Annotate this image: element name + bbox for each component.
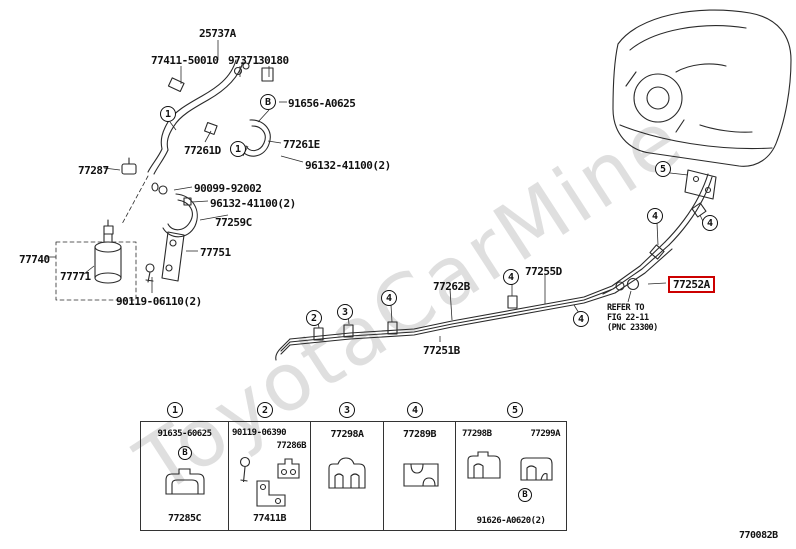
part-label-77751: 77751 — [200, 246, 231, 259]
figure-code: 770082B — [739, 530, 778, 541]
legend-part-77299A: 77299A — [530, 429, 560, 439]
callout-3: 3 — [337, 304, 353, 320]
legend-callout-B-5: B — [518, 488, 532, 502]
clamp-icon — [467, 451, 501, 479]
part-label-77740: 77740 — [19, 253, 50, 266]
callout-1-a: 1 — [160, 106, 176, 122]
reference-note-line3: (PNC 23300) — [607, 323, 658, 334]
part-label-77251B: 77251B — [423, 344, 460, 357]
legend-cell-3: 77298A — [311, 422, 384, 530]
legend-header-3: 3 — [339, 402, 355, 418]
callout-4-a: 4 — [381, 290, 397, 306]
bracket-icon — [256, 480, 286, 507]
legend-part-90119-06390: 90119-06390 — [232, 428, 287, 438]
callout-4-c: 4 — [573, 311, 589, 327]
clamp-icon — [165, 468, 205, 495]
legend-part-77286B: 77286B — [276, 441, 306, 451]
part-label-77261D: 77261D — [184, 144, 221, 157]
part-label-90119-06110: 90119-06110(2) — [116, 295, 202, 308]
part-label-77411-50010: 77411-50010 — [151, 54, 219, 67]
reference-note-line2: FIG 22-11 — [607, 313, 649, 324]
part-label-77259C: 77259C — [215, 216, 252, 229]
car-rear-outline — [612, 9, 792, 167]
legend-cell-5: 77298B 77299A B 91626-A0620(2) — [456, 422, 566, 530]
part-label-77771: 77771 — [60, 270, 91, 283]
part-label-97371: 97371 — [228, 54, 259, 67]
part-label-30180: 30180 — [258, 54, 289, 67]
part-label-77262B: 77262B — [433, 280, 470, 293]
reference-note-line1: REFER TO — [607, 303, 644, 313]
legend-cell-4: 77289B — [384, 422, 456, 530]
filler-tube — [160, 59, 237, 150]
legend-part-91635-60625: 91635-60625 — [157, 429, 212, 439]
part-label-91656-A0625: 91656-A0625 — [288, 97, 356, 110]
legend-part-77411B: 77411B — [252, 513, 287, 524]
legend-part-77285C: 77285C — [167, 513, 202, 524]
clamp-icon — [277, 458, 300, 479]
fuel-tube-bundle — [289, 241, 666, 340]
callout-4-b: 4 — [503, 269, 519, 285]
legend-header-2: 2 — [257, 402, 273, 418]
legend-part-77289B: 77289B — [402, 429, 437, 440]
legend-table: 91635-60625 B 77285C 90119-06390 77286B — [140, 421, 567, 531]
callout-2: 2 — [306, 310, 322, 326]
callout-B-top: B — [260, 94, 276, 110]
callout-5: 5 — [655, 161, 671, 177]
part-label-90099-92002: 90099-92002 — [194, 182, 262, 195]
bracket-part — [684, 169, 717, 200]
valve-part — [615, 281, 625, 291]
legend-callout-B-1: B — [178, 446, 192, 460]
legend-cell-1: 91635-60625 B 77285C — [141, 422, 229, 530]
callout-4-d: 4 — [647, 208, 663, 224]
highlighted-part-label-77252A[interactable]: 77252A — [668, 276, 715, 293]
part-label-96132-41100-a: 96132-41100(2) — [305, 159, 391, 172]
part-label-96132-41100-b: 96132-41100(2) — [210, 197, 296, 210]
legend-part-77298B: 77298B — [462, 429, 492, 439]
clamp-icon — [328, 457, 366, 489]
legend-header-1: 1 — [167, 402, 183, 418]
reference-note: REFER TO FIG 22-11 (PNC 23300) — [607, 303, 658, 334]
part-label-77255D: 77255D — [525, 265, 562, 278]
bolt-icon — [239, 456, 251, 483]
legend-part-77298A: 77298A — [330, 429, 364, 440]
legend-header-5: 5 — [507, 402, 523, 418]
part-label-77287: 77287 — [78, 164, 109, 177]
legend-cell-2: 90119-06390 77286B 77411B — [229, 422, 311, 530]
callout-1-b: 1 — [230, 141, 246, 157]
part-label-25737A: 25737A — [199, 27, 236, 40]
part-label-77261E: 77261E — [283, 138, 320, 151]
legend-header-4: 4 — [407, 402, 423, 418]
clamp-icon — [520, 457, 553, 481]
callout-4-e: 4 — [702, 215, 718, 231]
legend-part-91626-A0620: 91626-A0620(2) — [476, 516, 546, 526]
clamp-icon — [403, 463, 439, 487]
